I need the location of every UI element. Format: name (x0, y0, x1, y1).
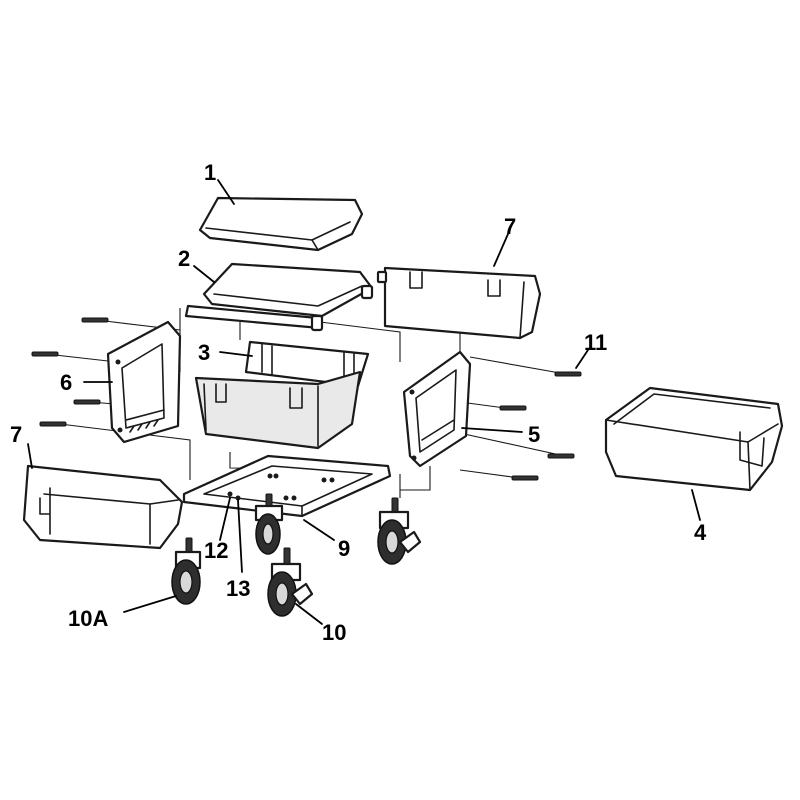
part-11-screws (31, 317, 582, 481)
callout-7-right: 7 (504, 214, 516, 239)
part-5-right-side-frame (402, 350, 472, 468)
callout-10: 10 (322, 620, 346, 645)
callout-11: 11 (584, 330, 607, 355)
assembly-guide-lines (54, 300, 561, 498)
part-6-left-side-frame (106, 320, 182, 444)
callout-3: 3 (198, 340, 210, 365)
part-3-inner-tray (194, 340, 370, 450)
part-7-storage-drawer-right (376, 266, 542, 340)
leader-lines (27, 179, 701, 625)
part-4-bin (604, 386, 784, 492)
part-9-base-frame (182, 454, 392, 518)
callout-13: 13 (226, 576, 250, 601)
callout-7-left: 7 (10, 422, 22, 447)
caster-center-left (254, 493, 284, 555)
callout-2: 2 (178, 246, 190, 271)
caster-10 (267, 547, 314, 617)
callout-6: 6 (60, 370, 72, 395)
callout-9: 9 (338, 536, 350, 561)
callout-4: 4 (694, 520, 707, 545)
callout-labels: 1 2 3 6 7 7 11 5 4 9 12 13 10A 10 (10, 160, 707, 645)
callout-1: 1 (204, 160, 216, 185)
part-2-lid (184, 262, 374, 332)
caster-10a (171, 537, 202, 605)
caster-right (377, 497, 422, 565)
callout-5: 5 (528, 422, 540, 447)
part-1-seat-cushion (198, 196, 364, 252)
part-7-storage-drawer-left (22, 464, 184, 550)
callout-10a: 10A (68, 606, 108, 631)
callout-12: 12 (204, 538, 228, 563)
